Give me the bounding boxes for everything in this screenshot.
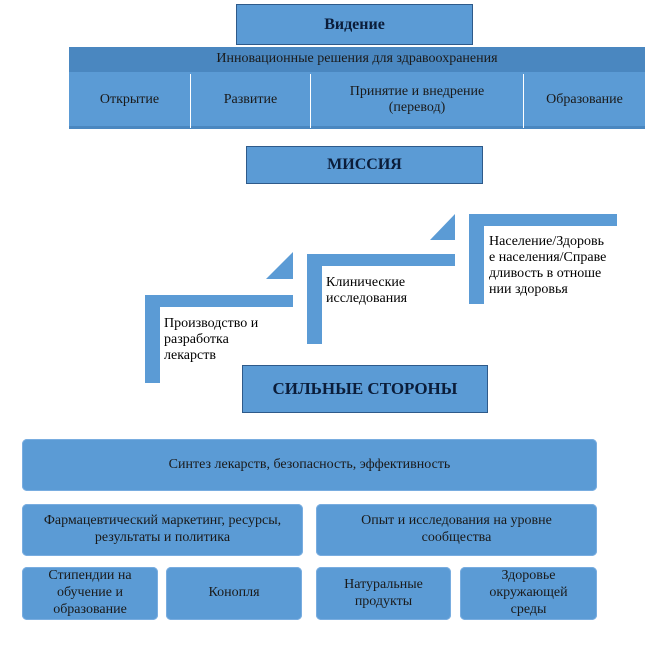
vision-divider bbox=[523, 74, 524, 128]
vision-cell-discovery: Открытие bbox=[99, 91, 160, 107]
strength-bottom-box: Стипендии на обучение и образование bbox=[22, 567, 158, 620]
vision-cell-education: Образование bbox=[546, 91, 623, 107]
vision-cell-development: Развитие bbox=[223, 91, 278, 107]
vision-cells-row bbox=[69, 72, 645, 129]
vision-title: Видение bbox=[236, 4, 473, 45]
strength-top-box: Синтез лекарств, безопасность, эффективн… bbox=[22, 439, 597, 491]
strength-bottom-box: Конопля bbox=[166, 567, 302, 620]
step-2-arrow bbox=[430, 214, 455, 240]
vision-divider bbox=[190, 74, 191, 128]
strength-mid-box: Опыт и исследования на уровне сообщества bbox=[316, 504, 597, 556]
vision-banner: Инновационные решения для здравоохранени… bbox=[69, 47, 645, 72]
step-1-post bbox=[145, 295, 160, 383]
step-1-bar bbox=[145, 295, 293, 307]
strength-bottom-box: Здоровье окружающей среды bbox=[460, 567, 597, 620]
strengths-title: СИЛЬНЫЕ СТОРОНЫ bbox=[242, 365, 488, 413]
step-2-bar bbox=[307, 254, 455, 266]
step-3-bar bbox=[469, 214, 617, 226]
strength-bottom-box: Натуральные продукты bbox=[316, 567, 451, 620]
step-2-label: Клинические исследования bbox=[326, 275, 408, 307]
strength-mid-box: Фармацевтический маркетинг, ресурсы, рез… bbox=[22, 504, 303, 556]
vision-divider bbox=[310, 74, 311, 128]
step-2-post bbox=[307, 254, 322, 344]
vision-cell-adoption: Принятие и внедрение (перевод) bbox=[349, 83, 485, 115]
mission-title: МИССИЯ bbox=[246, 146, 483, 184]
step-3-label: Население/Здоровье населения/Справедливо… bbox=[489, 234, 607, 298]
step-1-arrow bbox=[266, 252, 293, 279]
step-1-label: Производство и разработка лекарств bbox=[164, 316, 259, 364]
step-3-post bbox=[469, 214, 484, 304]
